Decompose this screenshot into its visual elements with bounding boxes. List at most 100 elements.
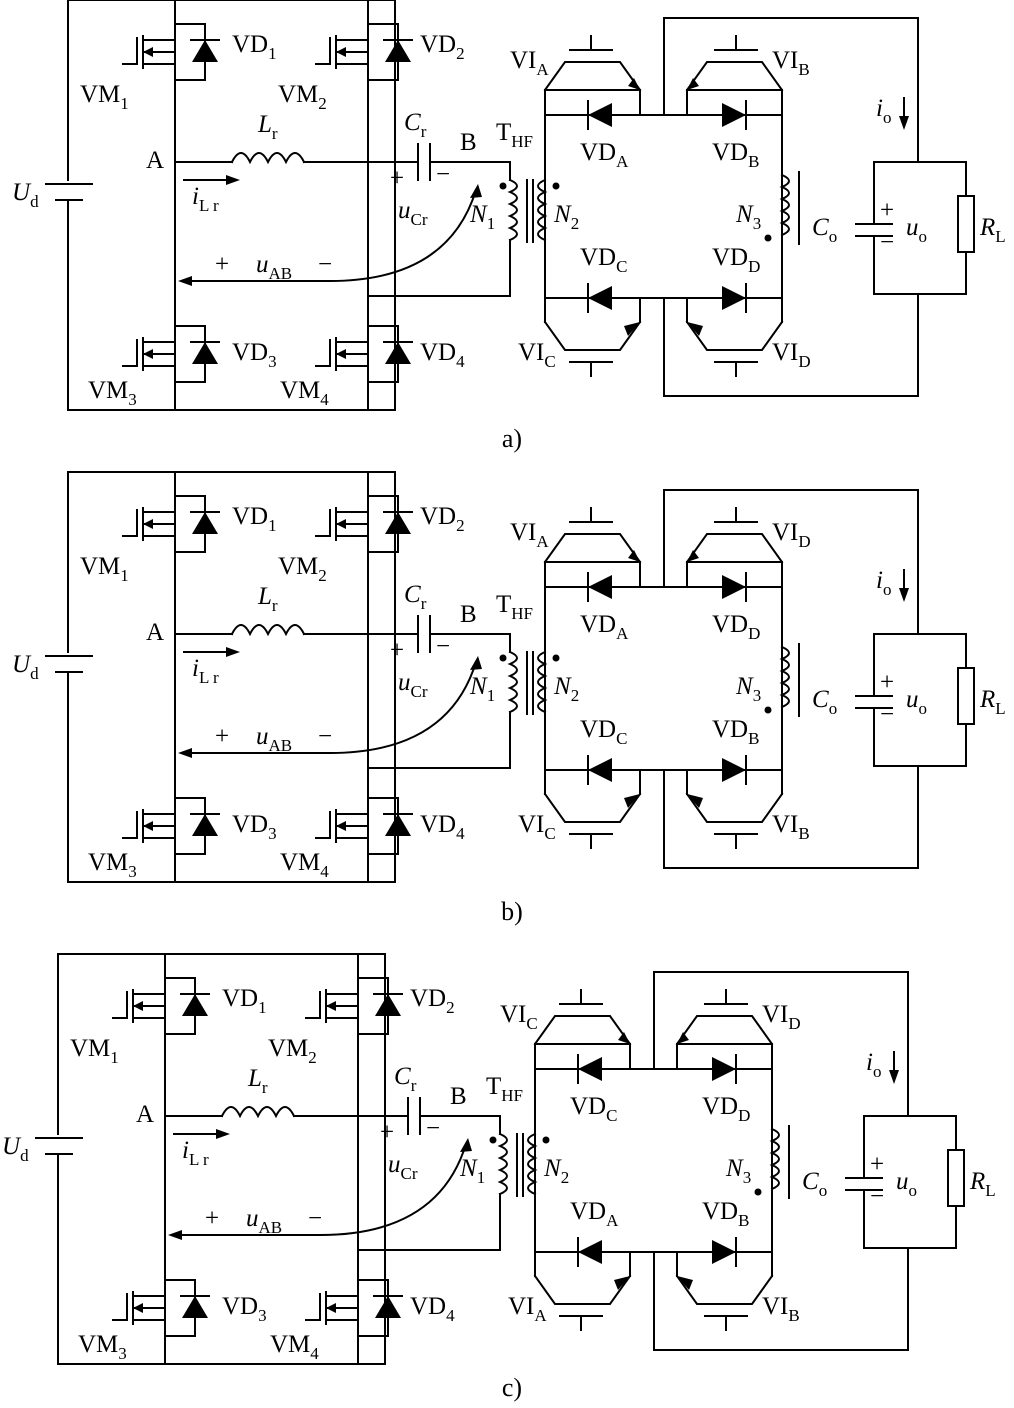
transformer-label-subscript: HF <box>501 1086 523 1105</box>
switch-vm4 <box>315 791 413 883</box>
transformer-label-subscript: HF <box>511 604 533 623</box>
load-resistor <box>947 1149 965 1207</box>
rect-diode-bottom-left-label: VDC <box>580 716 627 748</box>
load-bottom-wire <box>863 1205 957 1249</box>
winding-n2-label-subscript: 2 <box>561 1168 570 1187</box>
mosfet-body-arrow <box>133 1001 143 1011</box>
capacitor-label-text: C <box>394 1063 411 1090</box>
diode-vd3-label-text: VD <box>222 1293 258 1320</box>
winding-n1-label-subscript: 1 <box>487 686 496 705</box>
output-capacitor-label-text: C <box>812 686 829 713</box>
switch-vm4 <box>315 319 413 411</box>
igbt-top-right-label: VIB <box>772 47 810 79</box>
switch-vm4-label-subscript: 4 <box>320 390 329 409</box>
dc-rail-frame <box>57 953 386 1365</box>
primary-polarity-dot <box>499 182 507 190</box>
diode-lower-right <box>722 758 746 782</box>
secondary-winding-n2 <box>527 1132 538 1196</box>
uab-voltage-label-text: u <box>256 251 269 278</box>
load-resistor <box>957 667 975 725</box>
winding-n3-label-text: N <box>735 673 754 700</box>
wire <box>325 971 359 995</box>
output-capacitor-label: Co <box>802 1168 827 1200</box>
igbt-bottom-right <box>675 1274 774 1305</box>
igbt-bottom-left-join <box>544 297 641 323</box>
uab-voltage-label: uAB <box>256 251 292 283</box>
resonant-inductor <box>220 1106 296 1119</box>
diode-vd1-label: VD1 <box>232 31 277 63</box>
igbt-bottom-left <box>533 1274 632 1305</box>
wire <box>305 991 321 1019</box>
capacitor-label-text: C <box>404 581 421 608</box>
capacitor-voltage-label-subscript: Cr <box>411 682 428 701</box>
winding-n1-label: N1 <box>469 673 495 705</box>
node-b-label: B <box>460 601 477 628</box>
voltage-uab-arrowhead <box>178 276 192 286</box>
mosfet-body-arrow <box>143 47 153 57</box>
inductor-label-text: L <box>257 111 272 138</box>
switch-vm1-label-text: VM <box>80 553 120 580</box>
wire <box>335 63 369 91</box>
uab-minus-sign-text: − <box>308 1205 322 1232</box>
transformer-label: THF <box>496 119 533 151</box>
capacitor-label: Cr <box>404 109 427 141</box>
inductor-current-label-subscript: L r <box>189 1150 209 1169</box>
inductor-current-label: iL r <box>192 183 219 215</box>
diode-vd4-label-text: VD <box>420 339 456 366</box>
diode-upper-left <box>578 1057 602 1081</box>
wire <box>122 339 138 367</box>
winding-n3-label-text: N <box>735 201 754 228</box>
diode-lower-right <box>722 286 746 310</box>
switch-vm1-label-text: VM <box>70 1035 110 1062</box>
switch-vm2-label: VM2 <box>278 81 327 113</box>
wire <box>315 811 331 839</box>
winding-n3-label: N3 <box>725 1155 751 1187</box>
winding-n3-label-subscript: 3 <box>743 1168 752 1187</box>
capacitor-voltage-label: uCr <box>398 197 428 229</box>
capacitor-minus-sign-text: − <box>436 161 450 188</box>
igbt-bottom-right-join <box>676 1251 773 1277</box>
voltage-uab-arrow <box>181 660 478 754</box>
diode-triangle <box>182 994 208 1016</box>
diode-lower-left <box>578 1240 602 1264</box>
wire <box>315 509 331 537</box>
switch-vm3-label-text: VM <box>88 377 128 404</box>
igbt-bottom-left-label-text: VI <box>508 1293 534 1320</box>
mosfet-body-arrow <box>143 821 153 831</box>
diode-vd1-label: VD1 <box>232 503 277 535</box>
igbt-bottom-left-label-text: VI <box>518 339 544 366</box>
output-voltage-label: uo <box>906 686 927 718</box>
output-capacitor-label-subscript: o <box>829 699 838 718</box>
output-capacitor-label-subscript: o <box>829 227 838 246</box>
inductor-current-label: iL r <box>182 1137 209 1169</box>
load-resistor-label: RL <box>979 214 1006 246</box>
inductor-label-subscript: r <box>272 124 278 143</box>
rect-diode-bottom-left-label-text: VD <box>580 244 616 271</box>
diode-lower-left <box>588 286 612 310</box>
igbt-top-right-label-text: VI <box>762 1001 788 1028</box>
igbt-top-right-label-text: VI <box>772 519 798 546</box>
switch-vm4-label: VM4 <box>280 849 329 881</box>
primary-winding <box>497 1132 508 1196</box>
winding-n2-label-subscript: 2 <box>571 686 580 705</box>
switch-vm4-label: VM4 <box>270 1331 319 1363</box>
voltage-uab-arrowhead <box>168 1230 182 1240</box>
wire <box>335 791 369 815</box>
diode-triangle <box>385 342 411 364</box>
diode-vd1-label-subscript: 1 <box>268 44 277 63</box>
voltage-uab-arrow <box>171 1142 468 1236</box>
diode-vd3-label: VD3 <box>222 1293 267 1325</box>
switch-vm1-label: VM1 <box>80 81 129 113</box>
load-resistor-label: RL <box>969 1168 996 1200</box>
uab-voltage-label-subscript: AB <box>269 736 293 755</box>
diode-triangle <box>192 814 218 836</box>
igbt-top-right-join <box>686 89 783 116</box>
switch-vm4-label-text: VM <box>280 849 320 876</box>
capacitor-voltage-label-text: u <box>398 197 411 224</box>
igbt-bottom-right-label: VIB <box>762 1293 800 1325</box>
wire-return <box>357 1193 501 1251</box>
igbt-top-left-label: VIA <box>510 519 549 551</box>
winding-n2-label: N2 <box>543 1155 569 1187</box>
switch-vm2 <box>315 489 413 563</box>
